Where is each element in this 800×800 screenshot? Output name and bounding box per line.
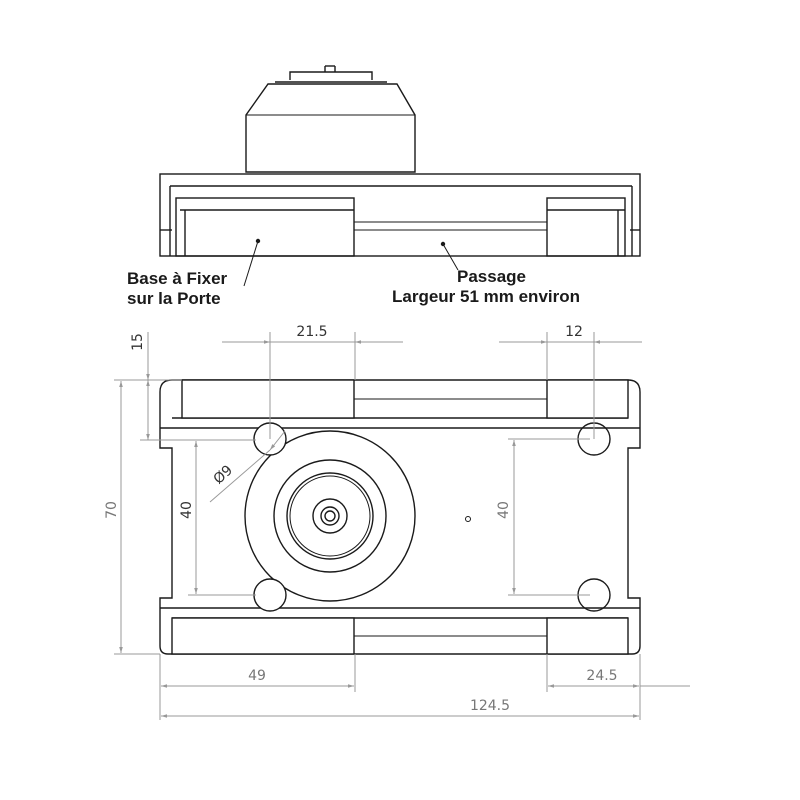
label-passage-line1: Passage <box>457 267 526 286</box>
knob-cap <box>289 71 373 80</box>
knob-body <box>245 83 416 173</box>
dim-124-5: 124.5 <box>470 698 510 714</box>
plate-outline <box>159 379 641 655</box>
dim-40-left: 40 <box>179 501 195 519</box>
hole-bottom-left <box>253 578 287 612</box>
base-block-left <box>175 197 355 257</box>
dim-line-phi9 <box>209 449 271 503</box>
leader-passage <box>442 243 459 271</box>
center-mark <box>465 516 471 522</box>
dim-40-right: 40 <box>496 501 512 519</box>
dimensions <box>114 332 690 720</box>
callouts: Base à Fixer sur la Porte Passage Largeu… <box>127 238 580 308</box>
knob-ring-3 <box>286 472 374 560</box>
knob-outer-ring <box>244 430 416 602</box>
base-block-right <box>546 197 626 257</box>
dim-24-5: 24.5 <box>586 668 617 684</box>
knob-center <box>324 510 336 522</box>
dimension-labels: 21.5 12 15 70 40 40 Ø9 49 24.5 124.5 <box>104 324 618 714</box>
notch-bottom-right <box>546 617 629 655</box>
side-view <box>159 65 641 257</box>
label-base-line1: Base à Fixer <box>127 269 228 288</box>
dim-12: 12 <box>565 324 583 340</box>
plan-view <box>159 379 641 655</box>
dim-49: 49 <box>248 668 266 684</box>
dim-70: 70 <box>104 501 120 519</box>
notch-top-left <box>181 379 355 419</box>
base-plate <box>159 173 641 257</box>
label-passage-line2: Largeur 51 mm environ <box>392 287 580 306</box>
knob-ring-2 <box>273 459 387 573</box>
leader-base <box>243 240 259 287</box>
dim-15: 15 <box>130 333 146 351</box>
notch-top-right <box>546 379 629 419</box>
knob-ring-4 <box>289 475 371 557</box>
knob-ring-6 <box>320 506 340 526</box>
dim-phi9: Ø9 <box>211 462 237 487</box>
notch-bottom-left <box>171 617 355 655</box>
knob-ring-5 <box>312 498 348 534</box>
label-base-line2: sur la Porte <box>127 289 221 308</box>
dim-21-5: 21.5 <box>296 324 327 340</box>
